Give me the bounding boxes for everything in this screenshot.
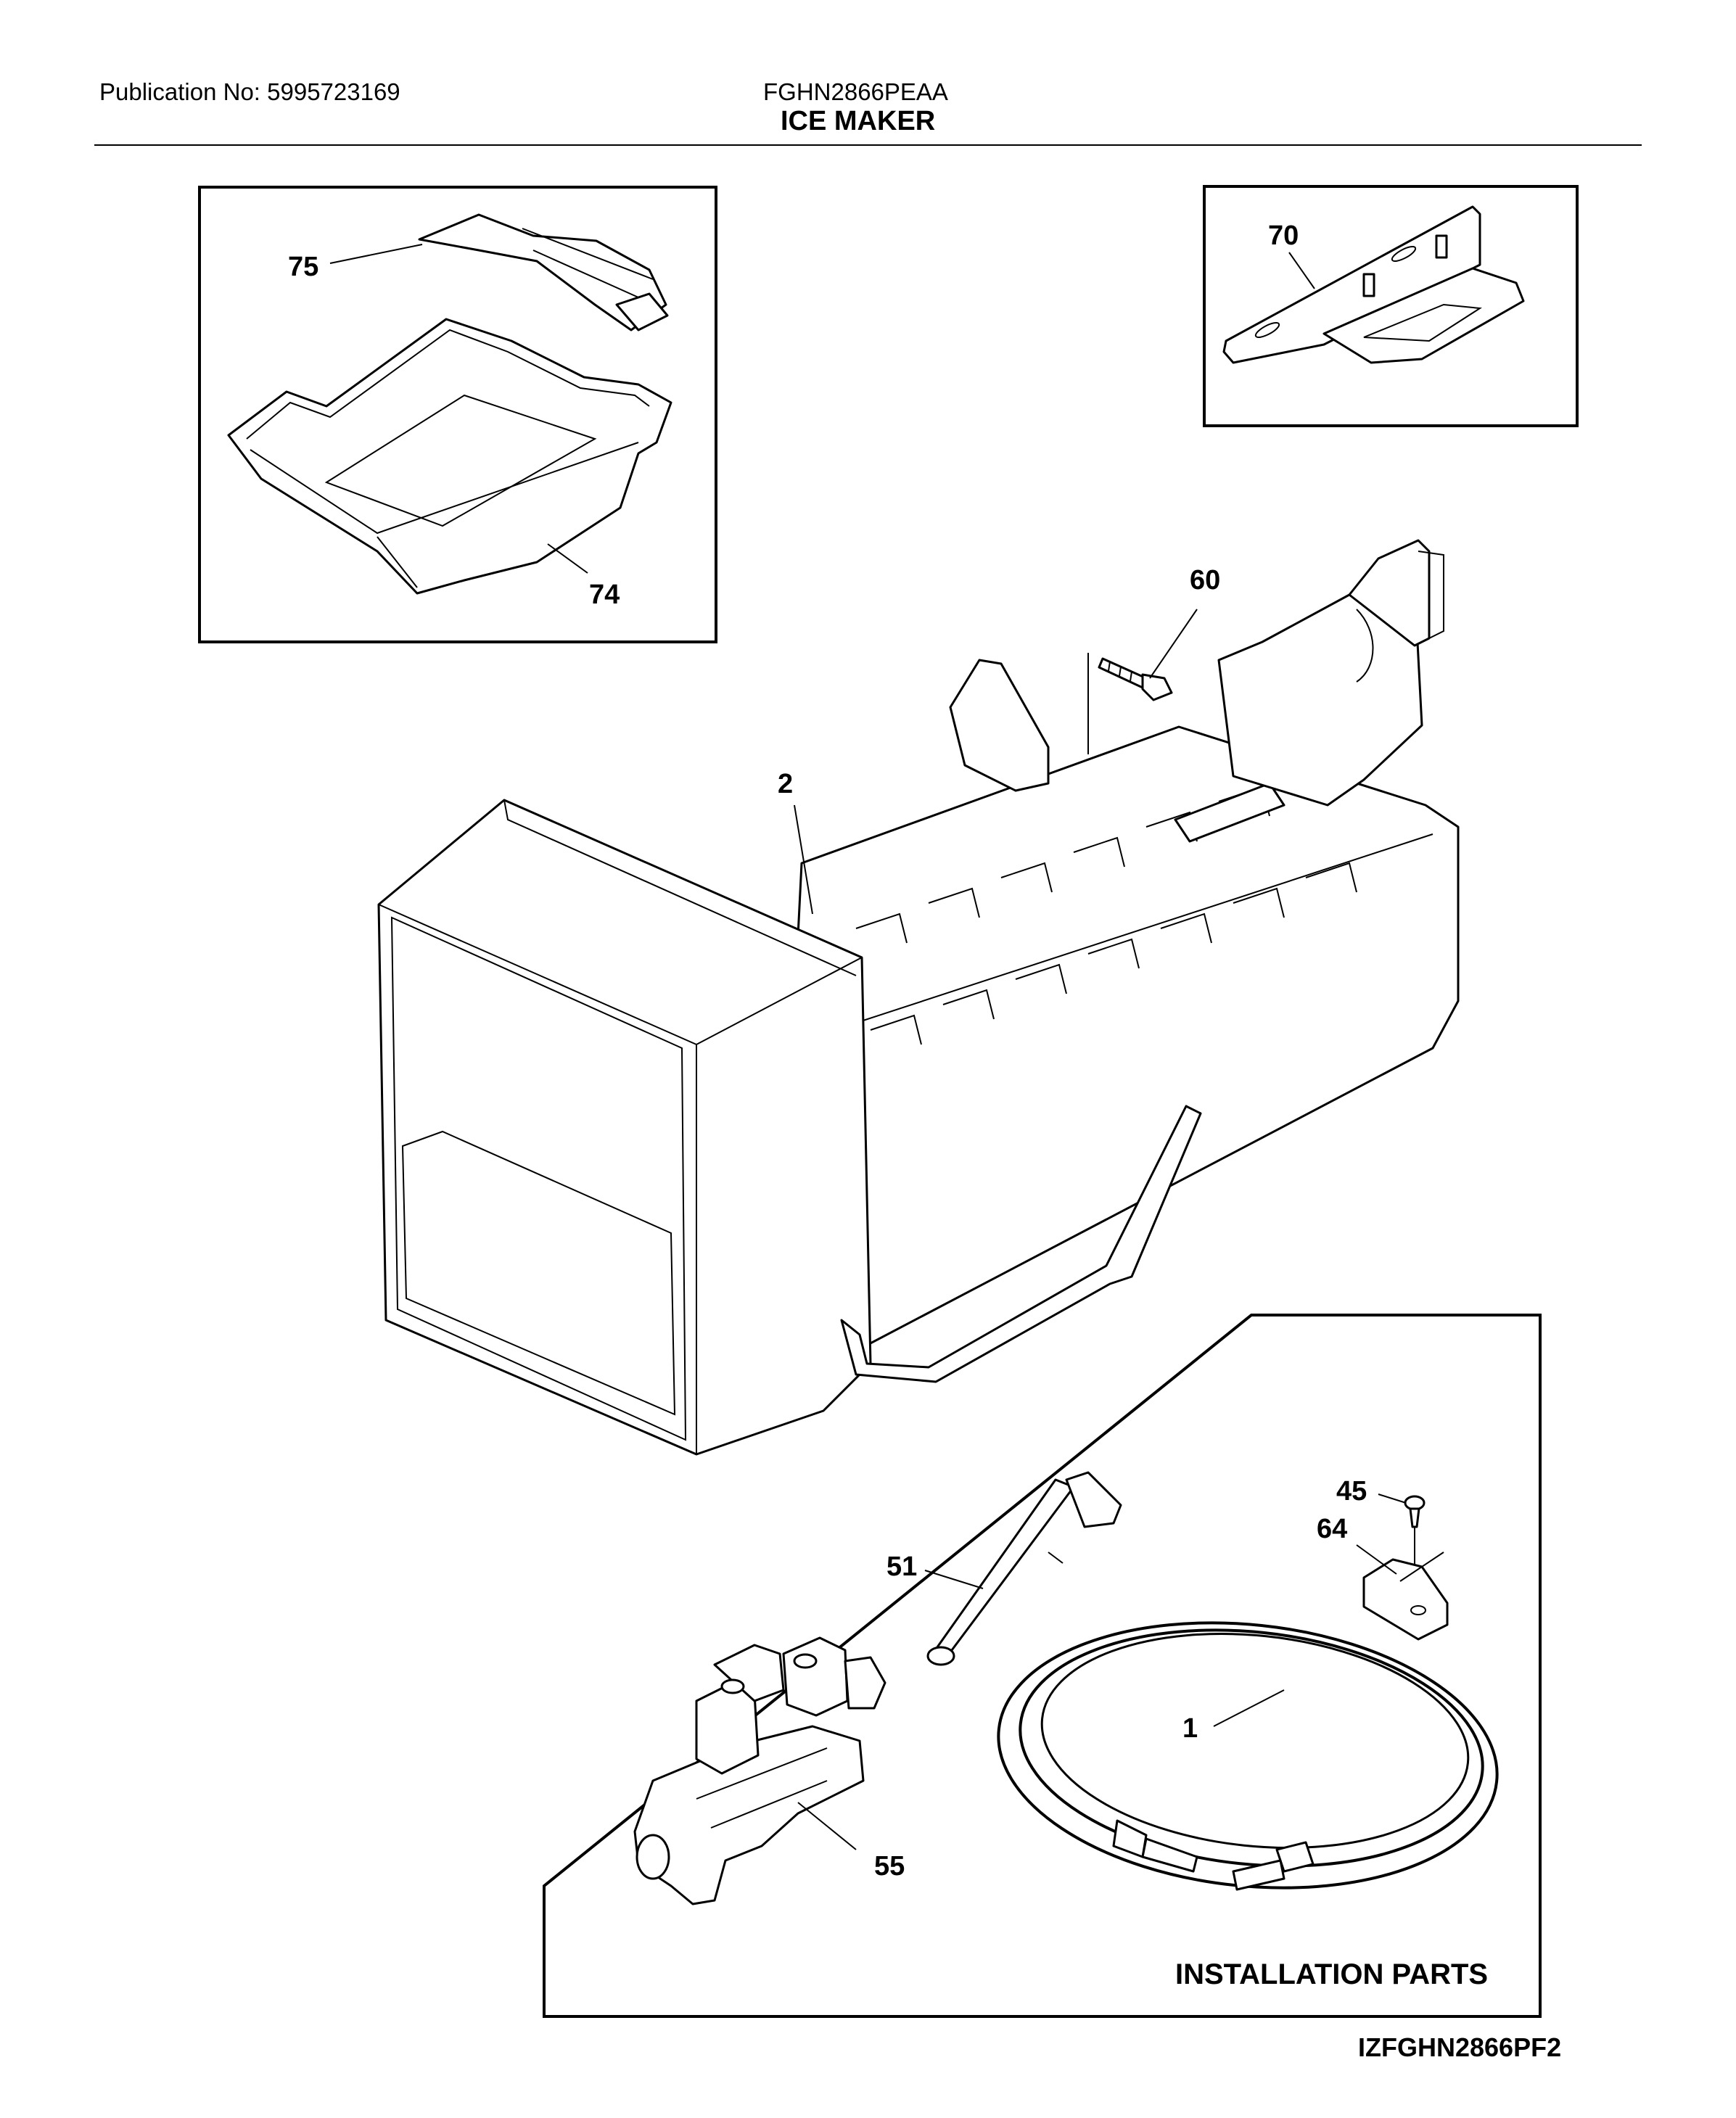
header-rule [94,144,1642,146]
ice-maker-assembly-part-2 [377,539,1460,1456]
installation-parts-label: INSTALLATION PARTS [1175,1958,1488,1990]
bucket-cover-part-75 [418,213,669,331]
water-valve-part-55 [633,1636,886,1905]
leader-75 [329,244,423,264]
water-line-part-1 [997,1621,1499,1891]
publication-number: Publication No: 5995723169 [99,78,400,105]
callout-74: 74 [589,580,620,610]
callout-55: 55 [874,1851,905,1882]
callout-2: 2 [778,769,793,799]
leader-51 [924,1570,984,1589]
callout-51: 51 [886,1552,917,1582]
leader-1 [1213,1689,1285,1727]
bucket-inset-frame [198,186,717,643]
leader-2 [794,804,813,915]
ice-bucket-part-74 [227,318,672,595]
screw-part-60 [1087,653,1173,754]
screw-part-45 [1404,1495,1426,1567]
leader-64 [1356,1544,1397,1575]
leader-70 [1288,252,1315,289]
fill-tube-part-51 [926,1471,1122,1666]
callout-75: 75 [288,252,318,282]
callout-60: 60 [1190,565,1220,596]
diagram-code: IZFGHN2866PF2 [1358,2032,1562,2062]
leader-45 [1378,1493,1407,1504]
installation-parts-frame [543,1314,1542,2018]
leader-55 [797,1802,857,1850]
model-number: FGHN2866PEAA [763,78,948,105]
leader-74 [547,543,588,574]
page-title: ICE MAKER [781,106,936,136]
leader-60 [1149,609,1198,679]
callout-70: 70 [1268,221,1299,251]
callout-64: 64 [1317,1514,1347,1544]
callout-1: 1 [1182,1713,1198,1744]
bracket-inset-frame [1203,185,1579,427]
callout-45: 45 [1336,1476,1367,1507]
mounting-bracket-part-70 [1222,205,1525,364]
clamp-part-64 [1362,1552,1449,1641]
